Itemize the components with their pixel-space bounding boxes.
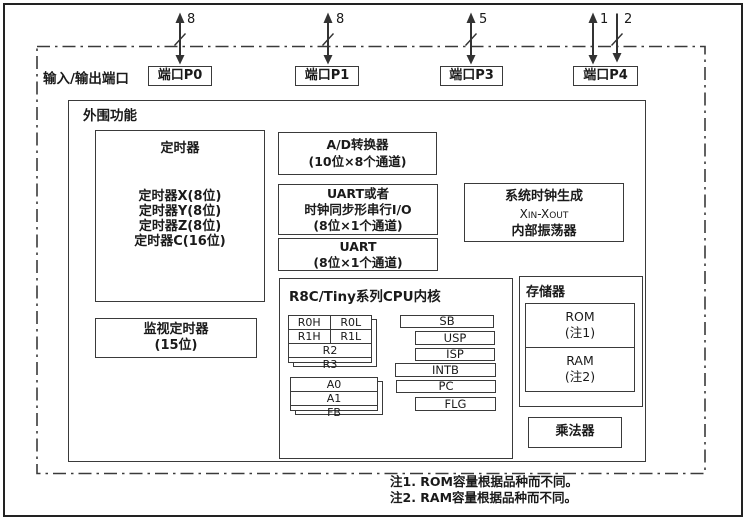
port-box-p1: 端口P1 — [295, 66, 359, 86]
bus-arrow-p4-bidir — [588, 12, 598, 65]
cpu-core-title: R8C/Tiny系列CPU内核 — [289, 289, 441, 305]
register-fb: FB — [291, 405, 377, 419]
register-flg: FLG — [415, 397, 496, 411]
port-box-p3: 端口P3 — [440, 66, 503, 86]
register-isp: ISP — [415, 348, 495, 361]
xin-xout-label: XIN-XOUT — [465, 206, 623, 224]
bus-arrow-p4-input — [610, 13, 624, 63]
register-r1h: R1H — [289, 330, 331, 343]
timer-item: 定时器Z(8位) — [138, 219, 222, 234]
uart-sync-line1: UART或者 — [326, 186, 390, 201]
uart-spec: (8位×1个通道) — [313, 254, 403, 270]
bus-width-p1: 8 — [336, 12, 345, 27]
adc-box: A/D转换器 (10位×8个通道) — [278, 132, 437, 175]
ram-box: RAM (注2) — [525, 347, 635, 392]
xin-x: X — [519, 207, 528, 221]
register-r0h: R0H — [289, 316, 331, 329]
system-clock-title: 系统时钟生成 — [504, 189, 583, 204]
adc-title: A/D转换器 — [326, 137, 389, 152]
footnotes: 注1. ROM容量根据品种而不同。 注2. RAM容量根据品种而不同。 — [390, 474, 578, 505]
register-a1: A1 — [291, 391, 377, 405]
timer-title: 定时器 — [160, 141, 200, 156]
watchdog-bits: (15位) — [154, 337, 198, 353]
uart-title: UART — [339, 239, 377, 254]
xout-sub: OUT — [549, 211, 569, 221]
timer-item: 定时器Y(8位) — [138, 204, 222, 219]
uart-sync-line2: 时钟同步形串行I/O — [304, 202, 412, 217]
footnote-1: 注1. ROM容量根据品种而不同。 — [390, 474, 578, 489]
register-r3: R3 — [289, 357, 371, 371]
peripheral-title: 外围功能 — [83, 108, 137, 124]
rom-note-ref: (注1) — [564, 324, 596, 340]
multiplier-box: 乘法器 — [528, 417, 622, 448]
address-register-bank: A0 A1 FB — [290, 377, 383, 419]
adc-spec: (10位×8个通道) — [308, 153, 407, 169]
timer-item: 定时器C(16位) — [134, 234, 226, 249]
timer-item: 定时器X(8位) — [138, 189, 222, 204]
register-a0: A0 — [326, 378, 342, 391]
register-r0l: R0L — [340, 316, 362, 329]
bus-arrow-p1 — [321, 12, 335, 65]
bus-width-p3: 5 — [479, 12, 488, 27]
bus-width-p0: 8 — [187, 12, 196, 27]
port-box-p0: 端口P0 — [148, 66, 212, 86]
uart-box: UART (8位×1个通道) — [278, 238, 438, 271]
ram-label: RAM — [566, 353, 594, 368]
xin-sub: IN — [527, 211, 538, 221]
port-box-p4: 端口P4 — [573, 66, 638, 86]
r-register-bank: R0H R0L R1H R1L R2 R3 — [288, 315, 377, 371]
uart-sync-serial-box: UART或者 时钟同步形串行I/O (8位×1个通道) — [278, 184, 438, 235]
register-r2: R2 — [289, 343, 371, 357]
uart-sync-spec: (8位×1个通道) — [313, 218, 403, 233]
register-row-r0: R0H R0L — [289, 316, 371, 329]
rom-label: ROM — [565, 309, 595, 324]
internal-oscillator-label: 内部振荡器 — [511, 224, 577, 239]
register-row-r1: R1H R1L — [289, 329, 371, 343]
bus-arrow-p3 — [464, 12, 478, 65]
outer-frame — [3, 3, 743, 517]
register-sb: SB — [400, 315, 494, 328]
xout-x: -X — [537, 207, 550, 221]
timer-box: 定时器 定时器X(8位) 定时器Y(8位) 定时器Z(8位) 定时器C(16位) — [95, 130, 265, 302]
chip-boundary-dashdot — [36, 45, 706, 475]
footnote-2: 注2. RAM容量根据品种而不同。 — [390, 489, 578, 505]
register-pc: PC — [396, 380, 496, 393]
ram-note-ref: (注2) — [564, 368, 596, 384]
memory-title: 存储器 — [526, 285, 566, 300]
system-clock-box: 系统时钟生成 XIN-XOUT 内部振荡器 — [464, 183, 624, 242]
register-usp: USP — [415, 331, 495, 345]
register-r1l: R1L — [340, 330, 362, 343]
bus-arrow-p0 — [173, 12, 187, 65]
watchdog-timer-box: 监视定时器 (15位) — [95, 318, 257, 358]
watchdog-title: 监视定时器 — [143, 322, 209, 337]
io-ports-label: 输入/输出端口 — [43, 71, 129, 87]
rom-box: ROM (注1) — [525, 303, 635, 348]
register-intb: INTB — [395, 363, 496, 377]
bus-width-p4-2: 2 — [624, 12, 633, 27]
bus-width-p4-1: 1 — [600, 12, 609, 27]
